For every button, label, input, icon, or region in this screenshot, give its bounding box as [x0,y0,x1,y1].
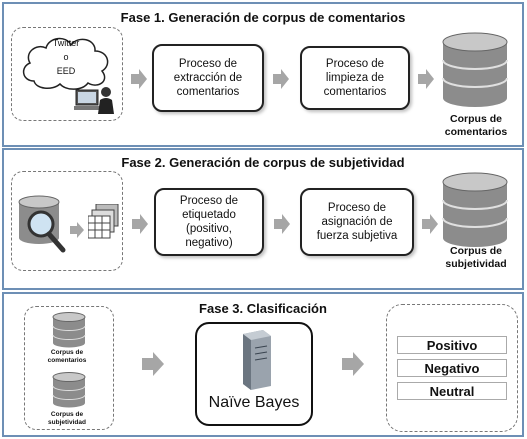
server-icon [243,330,271,390]
phase1-panel: Fase 1. Generación de corpus de comentar… [2,2,524,147]
phase3-arrow-1 [142,352,164,376]
phase3-subjectivity-database-icon [52,372,86,408]
phase3-subjectivity-label: Corpus de subjetividad [48,411,86,426]
phase2-strength-process: Proceso de asignación de fuerza subjetiv… [300,188,414,256]
classifier-box: Naïve Bayes [195,322,313,426]
phase2-labeling-process: Proceso de etiquetado (positivo, negativ… [154,188,264,256]
phase2-small-arrow [70,222,84,238]
table-grid-icon [88,204,119,239]
phase2-source-box [11,171,123,271]
phase2-panel: Fase 2. Generación de corpus de subjetiv… [2,148,524,290]
phase3-title: Fase 3. Clasificación [199,301,327,316]
class-neutral: Neutral [397,382,507,400]
phase3-arrow-2 [342,352,364,376]
phase3-output-box: Positivo Negativo Neutral [386,304,518,432]
phase1-source-box: Twitter o EED [11,27,123,121]
class-negativo: Negativo [397,359,507,377]
phase1-cleaning-process: Proceso de limpieza de comentarios [300,46,410,110]
source-twitter-text: Twitter [52,38,80,48]
phase1-arrow-2 [273,69,289,89]
phase3-comments-database-icon [52,312,86,348]
source-o-text: o [63,52,69,62]
phase2-arrow-2 [274,214,290,234]
classifier-label: Naïve Bayes [208,394,300,411]
phase2-output-label: Corpus de subjetividad [445,245,507,270]
phase1-database-icon [442,32,508,107]
class-positivo: Positivo [397,336,507,354]
phase1-extraction-process: Proceso de extracción de comentarios [152,44,264,112]
phase2-database-icon [442,172,508,247]
phase2-arrow-3 [422,214,438,234]
user-computer-icon [74,87,114,114]
phase2-title: Fase 2. Generación de corpus de subjetiv… [121,155,405,170]
phase1-arrow-3 [418,69,434,89]
cloud-icon [22,37,109,90]
source-eed-text: EED [56,66,76,76]
phase1-output-label: Corpus de comentarios [444,113,508,138]
phase3-input-box: Corpus de comentarios Corpus de subjetiv… [24,306,114,430]
phase1-arrow-1 [131,69,147,89]
database-search-icon [18,195,66,253]
phase2-arrow-1 [132,214,148,234]
phase1-title: Fase 1. Generación de corpus de comentar… [120,10,406,25]
phase3-comments-label: Corpus de comentarios [47,349,87,364]
phase3-panel: Fase 3. Clasificación Corpus de comentar… [2,292,524,437]
